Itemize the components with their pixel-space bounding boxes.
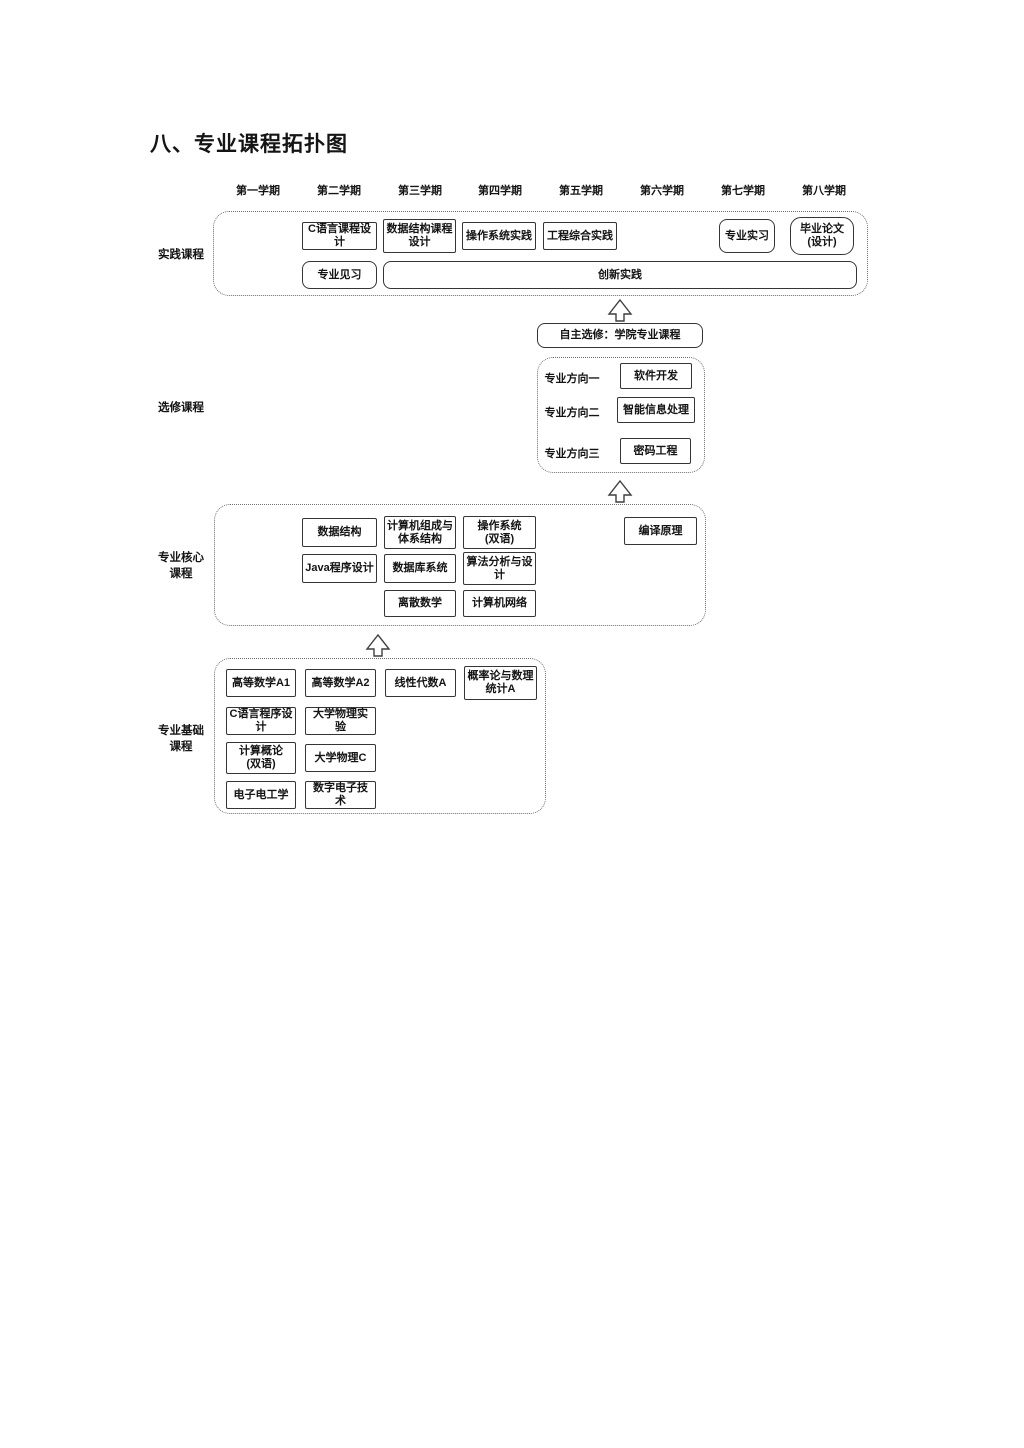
course-electronics-electrical: 电子电工学 xyxy=(226,781,296,809)
course-algorithm-analysis-design: 算法分析与设计 xyxy=(463,552,536,585)
course-engineering-comprehensive-practice: 工程综合实践 xyxy=(543,222,617,250)
course-c-language-course-design: C语言课程设计 xyxy=(302,222,377,250)
semester-header-8: 第八学期 xyxy=(802,185,846,197)
course-innovation-practice: 创新实践 xyxy=(383,261,857,289)
elective-section-container xyxy=(537,357,705,473)
course-data-structure-course-design: 数据结构课程设计 xyxy=(383,219,456,253)
course-digital-electronics: 数字电子技术 xyxy=(305,781,376,809)
course-graduation-thesis: 毕业论文 (设计) xyxy=(790,217,854,255)
course-physics-c: 大学物理C xyxy=(305,744,376,772)
semester-header-6: 第六学期 xyxy=(640,185,684,197)
self-select-elective-box: 自主选修：学院专业课程 xyxy=(537,323,703,348)
semester-header-4: 第四学期 xyxy=(478,185,522,197)
course-field-observation: 专业见习 xyxy=(302,261,377,289)
practice-section-container xyxy=(213,211,868,296)
section-label-elective: 选修课程 xyxy=(158,402,204,414)
course-physics-experiment: 大学物理实验 xyxy=(305,707,376,735)
course-cryptography-engineering: 密码工程 xyxy=(620,438,691,464)
direction-2-label: 专业方向二 xyxy=(544,407,600,419)
course-java-programming: Java程序设计 xyxy=(302,554,377,583)
core-section-container xyxy=(214,504,706,626)
up-arrow-icon xyxy=(607,299,633,322)
course-database-system: 数据库系统 xyxy=(384,554,456,583)
semester-header-2: 第二学期 xyxy=(317,185,361,197)
up-arrow-icon xyxy=(607,480,633,503)
course-os-bilingual: 操作系统 (双语) xyxy=(463,516,536,549)
section-label-core: 专业核心 课程 xyxy=(158,552,204,580)
course-intelligent-info-processing: 智能信息处理 xyxy=(617,397,695,423)
semester-header-1: 第一学期 xyxy=(236,185,280,197)
course-data-structure: 数据结构 xyxy=(302,518,377,547)
course-os-practice: 操作系统实践 xyxy=(462,222,536,250)
up-arrow-icon xyxy=(365,634,391,657)
section-label-practice: 实践课程 xyxy=(158,249,204,261)
course-software-development: 软件开发 xyxy=(620,363,692,389)
basic-section-container xyxy=(214,658,546,814)
course-computer-organization-architecture: 计算机组成与体系结构 xyxy=(384,516,456,549)
direction-3-label: 专业方向三 xyxy=(544,448,600,460)
course-advanced-math-a1: 高等数学A1 xyxy=(226,669,296,697)
course-professional-internship: 专业实习 xyxy=(719,219,775,253)
direction-1-label: 专业方向一 xyxy=(544,373,600,385)
course-advanced-math-a2: 高等数学A2 xyxy=(305,669,376,697)
course-c-programming: C语言程序设计 xyxy=(226,707,296,735)
semester-header-5: 第五学期 xyxy=(559,185,603,197)
course-computer-network: 计算机网络 xyxy=(463,590,536,617)
page-title: 八、专业课程拓扑图 xyxy=(150,133,348,156)
semester-header-3: 第三学期 xyxy=(398,185,442,197)
course-discrete-math: 离散数学 xyxy=(384,590,456,617)
course-compiler-principles: 编译原理 xyxy=(624,517,697,545)
semester-header-7: 第七学期 xyxy=(721,185,765,197)
course-computing-intro-bilingual: 计算概论 (双语) xyxy=(226,742,296,774)
course-linear-algebra-a: 线性代数A xyxy=(385,669,456,697)
course-probability-statistics-a: 概率论与数理统计A xyxy=(464,666,537,700)
section-label-basic: 专业基础 课程 xyxy=(158,725,204,753)
